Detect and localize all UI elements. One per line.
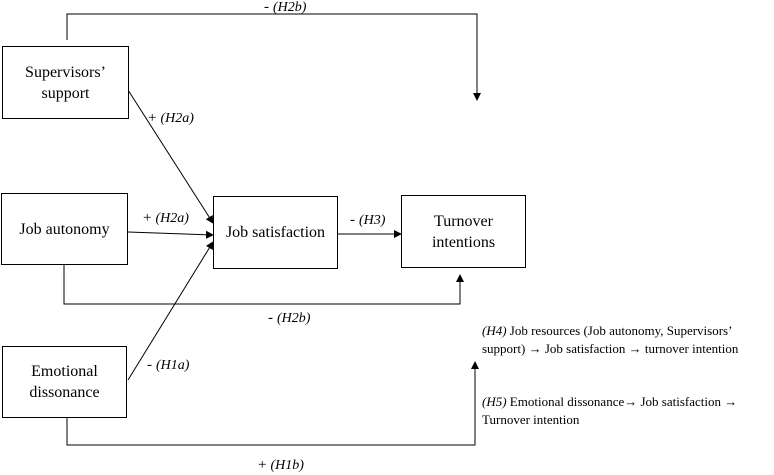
path-hypothesis: (H2b) xyxy=(273,0,307,15)
arrow-dissonance-to-turnover xyxy=(66,361,479,446)
node-job-autonomy-label: Job autonomy xyxy=(19,220,110,238)
path-label-dissonance-to-satisfaction: -(H1a) xyxy=(147,357,189,374)
path-sign: - xyxy=(350,212,355,228)
path-hypothesis: (H1b) xyxy=(270,458,304,473)
path-hypothesis: (H2a) xyxy=(160,111,194,126)
path-hypothesis: (H2a) xyxy=(155,211,189,226)
path-label-autonomy-to-satisfaction: +(H2a) xyxy=(143,210,189,227)
path-label-satisfaction-to-turnover: -(H3) xyxy=(350,212,385,229)
path-label-dissonance-to-turnover: +(H1b) xyxy=(258,457,304,474)
node-supervisors-support-line1: Supervisors’ xyxy=(25,63,106,81)
path-sign: - xyxy=(268,310,273,326)
arrow-autonomy-to-turnover xyxy=(63,265,464,305)
node-job-satisfaction-label: Job satisfaction xyxy=(225,224,326,241)
path-label-supervisors-to-turnover: -(H2b) xyxy=(264,0,306,16)
node-turnover-intentions-line1: Turnover xyxy=(434,212,493,230)
arrow-supervisors-to-turnover xyxy=(66,13,481,101)
note-h4-text: Job resources (Job autonomy, Supervisors… xyxy=(482,323,739,356)
node-supervisors-support: Supervisors’ support xyxy=(2,46,129,119)
node-turnover-intentions: Turnover intentions xyxy=(401,195,526,268)
note-h5: (H5) Emotional dissonance→ Job satisfact… xyxy=(482,393,767,428)
node-turnover-intentions-line2: intentions xyxy=(431,233,496,251)
path-sign: + xyxy=(258,457,267,473)
node-emotional-dissonance-line2: dissonance xyxy=(29,384,100,401)
node-emotional-dissonance-line1: Emotional xyxy=(31,363,98,380)
arrow-dissonance-to-satisfaction xyxy=(127,241,214,381)
path-label-autonomy-to-turnover: -(H2b) xyxy=(268,310,310,327)
arrow-supervisors-to-satisfaction xyxy=(127,89,214,224)
path-label-supervisors-to-satisfaction: +(H2a) xyxy=(148,110,194,127)
node-job-satisfaction: Job satisfaction xyxy=(213,196,338,269)
path-sign: + xyxy=(148,110,157,126)
note-h4-hypothesis: (H4) xyxy=(482,323,507,338)
path-hypothesis: (H3) xyxy=(359,213,386,228)
note-h5-text: Emotional dissonance→ Job satisfaction →… xyxy=(482,394,738,427)
note-h4: (H4) Job resources (Job autonomy, Superv… xyxy=(482,322,767,357)
path-sign: - xyxy=(264,0,269,15)
arrow-autonomy-to-satisfaction xyxy=(127,230,214,239)
node-job-autonomy: Job autonomy xyxy=(1,193,128,265)
node-emotional-dissonance: Emotional dissonance xyxy=(2,346,127,418)
path-hypothesis: (H1a) xyxy=(156,358,190,373)
path-sign: - xyxy=(147,357,152,373)
path-sign: + xyxy=(143,210,152,226)
path-hypothesis: (H2b) xyxy=(277,311,311,326)
node-supervisors-support-line2: support xyxy=(41,84,90,102)
note-h5-hypothesis: (H5) xyxy=(482,394,507,409)
